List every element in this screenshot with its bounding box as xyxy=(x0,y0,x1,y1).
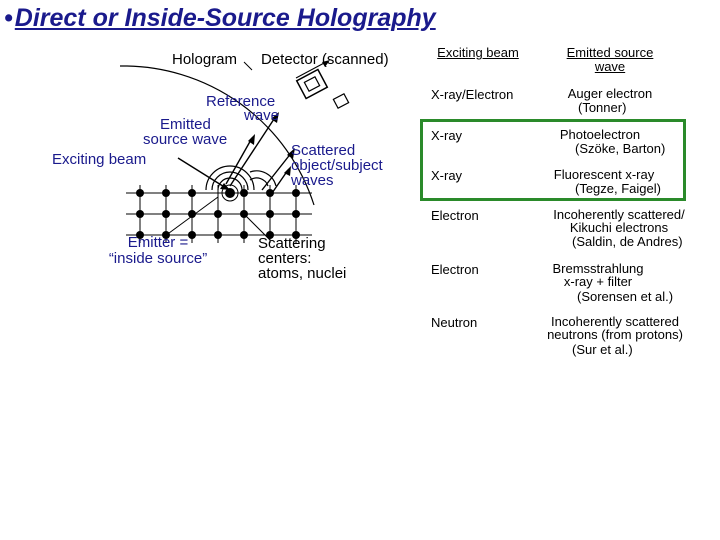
slide-title: •Direct or Inside-Source Holography xyxy=(4,4,436,33)
hologram-arc xyxy=(119,65,315,206)
highlight-box xyxy=(420,119,686,201)
row-2-wave-1: Photoelectron xyxy=(559,127,641,142)
scattering-centers-label-1: Scattering xyxy=(258,235,326,252)
row-2-ref: (Szöke, Barton) xyxy=(575,141,666,156)
title-bullet: • xyxy=(4,4,13,32)
header-emitted-wave-1: Emitted source xyxy=(566,45,654,60)
row-1-ref: (Tonner) xyxy=(578,100,627,115)
scattered-wave-arrow-1 xyxy=(261,151,293,191)
row-4-wave-1: Incoherently scattered/ xyxy=(553,207,685,222)
row-4-wave-2: Kikuchi electrons xyxy=(569,220,669,235)
emitter-label-1: Emitter = xyxy=(127,234,189,251)
detector-label: Detector (scanned) xyxy=(261,51,389,68)
row-5-wave-2: x-ray + filter xyxy=(563,274,633,289)
scattering-centers-label-3: atoms, nuclei xyxy=(258,265,347,282)
row-6-beam: Neutron xyxy=(431,315,478,330)
reference-wave-label-1: Reference xyxy=(206,93,276,110)
emitter-label-2: “inside source” xyxy=(108,250,208,267)
row-1-wave-1: Auger electron xyxy=(567,86,653,101)
reference-wave-label-2: wave xyxy=(244,107,280,124)
row-4-ref: (Saldin, de Andres) xyxy=(572,234,683,249)
scattered-waves-label-1: Scattered xyxy=(291,142,356,159)
detector-icon xyxy=(295,68,329,100)
row-4-beam: Electron xyxy=(431,208,479,223)
scattering-pointer xyxy=(243,213,271,241)
hologram-pointer xyxy=(243,61,253,71)
reference-wave-arrow xyxy=(229,115,277,187)
row-5-wave-1: Bremsstrahlung xyxy=(552,261,644,276)
hologram-label: Hologram xyxy=(172,51,238,68)
row-3-wave-1: Fluorescent x-ray xyxy=(553,167,655,182)
exciting-beam-label: Exciting beam xyxy=(52,151,147,168)
emitter-pointer xyxy=(164,196,219,237)
emitted-wave-label-2: source wave xyxy=(143,131,228,148)
scattered-waves-label-2: object/subject xyxy=(291,157,383,174)
row-5-beam: Electron xyxy=(431,262,479,277)
atom-dots xyxy=(136,189,300,239)
header-exciting-beam: Exciting beam xyxy=(437,45,519,60)
scattering-centers-label-2: centers: xyxy=(258,250,312,267)
row-6-wave-1: Incoherently scattered xyxy=(551,314,679,329)
row-2-beam: X-ray xyxy=(431,128,463,143)
emitted-wave-arrow xyxy=(225,137,253,185)
scattered-waves-label-3: waves xyxy=(291,172,334,189)
row-3-ref: (Tegze, Faigel) xyxy=(575,181,661,196)
row-5-ref: (Sorensen et al.) xyxy=(577,289,674,304)
emitter-atom xyxy=(225,188,235,198)
header-emitted-wave-2: wave xyxy=(594,59,626,74)
row-1-beam: X-ray/Electron xyxy=(431,87,514,102)
row-6-ref: (Sur et al.) xyxy=(572,342,633,357)
title-text: Direct or Inside-Source Holography xyxy=(14,4,436,32)
emitted-wave-label-1: Emitted xyxy=(160,116,211,133)
row-6-wave-2: neutrons (from protons) xyxy=(547,327,683,342)
exciting-beam-arrow xyxy=(177,157,227,189)
detector-icon-small xyxy=(332,92,350,110)
row-3-beam: X-ray xyxy=(431,168,463,183)
detector-arrow xyxy=(295,61,327,79)
emitter-atom-ring xyxy=(221,184,239,202)
